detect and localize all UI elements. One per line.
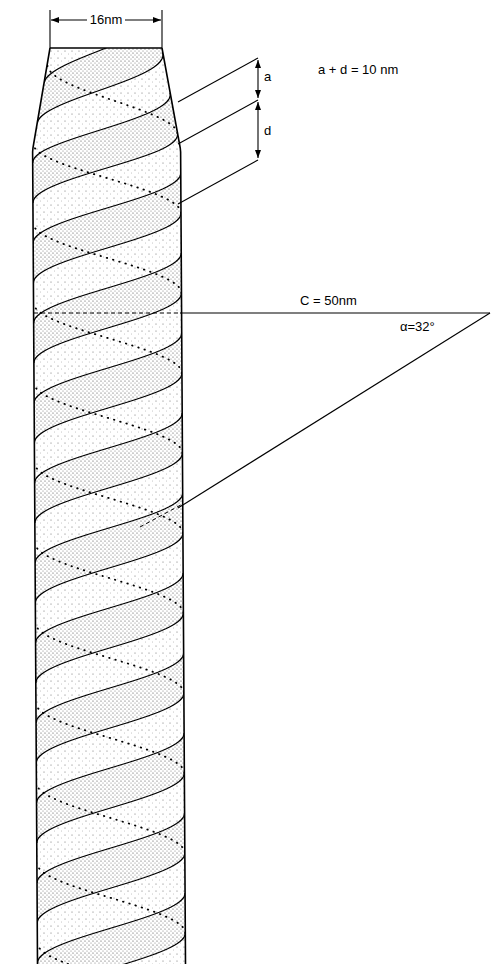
dimension-line (257, 60, 258, 98)
hidden-strand-line (37, 863, 185, 933)
strand-band (38, 933, 186, 966)
strand-edge (33, 93, 171, 163)
strand-edge (36, 573, 184, 643)
hidden-strand-line (37, 943, 185, 966)
width-dimension: 16nm (87, 13, 126, 27)
dimension-letter: d (264, 124, 271, 138)
dimension-line (178, 160, 258, 204)
pitch-dimension: C = 50nm (300, 294, 357, 308)
dimension-note: a + d = 10 nm (318, 63, 398, 77)
strand-edge (37, 53, 163, 123)
strand-edge (38, 933, 186, 966)
hidden-strand-line (35, 623, 183, 693)
dimension-line (161, 10, 162, 48)
angle-dimension: α=32° (400, 320, 435, 334)
strand-edge (37, 813, 185, 883)
dimension-letter: a (264, 70, 271, 84)
hidden-strand-line (61, 0, 163, 53)
strand-edge (37, 733, 185, 803)
reference-dash (20, 313, 190, 314)
hidden-strand-line (34, 383, 182, 453)
dimension-lines (50, 10, 490, 508)
strand-edge (51, 0, 149, 43)
dimension-line (178, 100, 258, 144)
rope-body (20, 0, 190, 966)
hidden-strand-line (33, 223, 181, 293)
strand-edge (33, 173, 181, 243)
dimension-line (49, 10, 50, 48)
dimension-line (257, 102, 258, 158)
strand-edge (37, 853, 185, 923)
strand-edge (36, 613, 184, 683)
hidden-strand-line (34, 463, 182, 533)
hidden-strand-line (35, 543, 183, 613)
strand-edge (36, 653, 184, 723)
hidden-strand-line (34, 143, 181, 213)
dimension-line (178, 58, 258, 102)
strand-edge (36, 693, 184, 763)
strand-edge (33, 213, 181, 283)
strand-edge (34, 373, 182, 443)
strand-edge (37, 893, 185, 963)
strand-edge (34, 333, 182, 403)
rope-top (50, 47, 162, 48)
strand-edge (35, 453, 183, 523)
strand-edge (37, 773, 185, 843)
hidden-strand-line (47, 63, 177, 133)
hidden-strand-line (36, 783, 184, 853)
rope-outline (33, 48, 50, 964)
dimension-line (180, 312, 490, 313)
strand-edge (35, 533, 183, 603)
hidden-strand-line (36, 703, 184, 773)
strand-edge (35, 413, 183, 483)
strand-edge (34, 293, 182, 363)
strand-edge (58, 0, 142, 3)
dimension-line (178, 313, 490, 508)
strand-band (51, 0, 149, 43)
strand-edge (35, 493, 183, 563)
